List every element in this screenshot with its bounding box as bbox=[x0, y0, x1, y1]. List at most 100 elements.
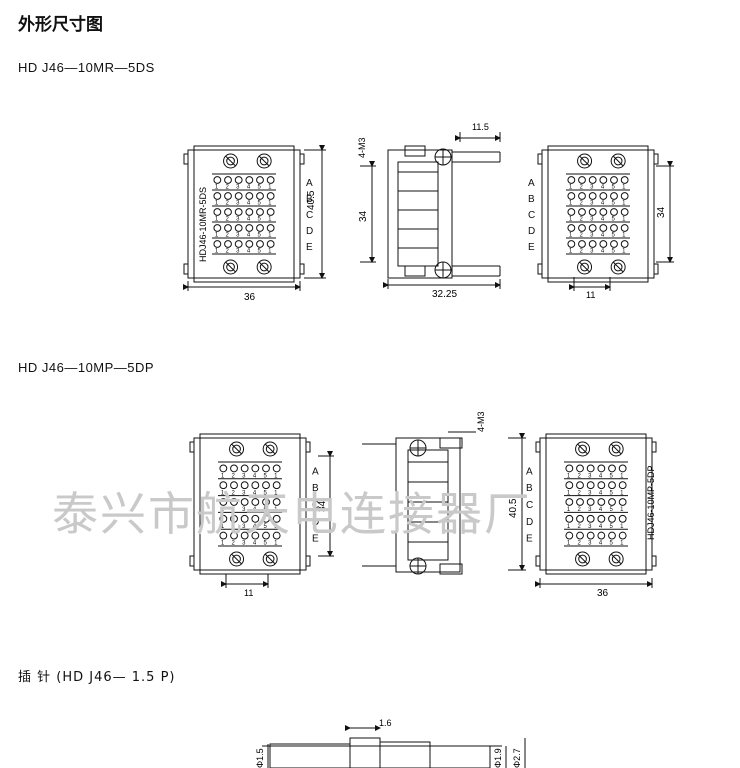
contact-number: 5 bbox=[264, 473, 268, 479]
contact bbox=[219, 514, 228, 523]
contact bbox=[586, 481, 595, 490]
contact bbox=[230, 481, 238, 490]
contact-number: 1 bbox=[268, 185, 272, 191]
dim-width-36-b: 36 bbox=[597, 588, 609, 599]
contact bbox=[251, 531, 260, 540]
pin-dim-top: 1.6 bbox=[379, 718, 392, 728]
contact bbox=[213, 192, 222, 200]
contact bbox=[256, 192, 264, 200]
contact bbox=[597, 481, 606, 490]
contact-number: 3 bbox=[236, 201, 240, 207]
screw-slot bbox=[264, 443, 276, 455]
contact-number: 1 bbox=[567, 473, 571, 479]
pin-dim-right2: Φ2.7 bbox=[512, 748, 522, 768]
contact-number: 1 bbox=[268, 201, 272, 207]
contact bbox=[230, 531, 238, 540]
contact bbox=[608, 531, 616, 540]
contact bbox=[230, 498, 238, 506]
screw-slot bbox=[258, 261, 270, 273]
contact-number: 1 bbox=[569, 185, 573, 191]
contact bbox=[578, 240, 586, 248]
contact bbox=[262, 481, 270, 490]
row-letter-D: D bbox=[526, 517, 533, 528]
screw-inner bbox=[232, 554, 241, 564]
screw-inner bbox=[613, 156, 623, 166]
contact-number: 5 bbox=[258, 201, 262, 207]
pin-dim-right1: Φ1.9 bbox=[493, 748, 503, 768]
mounting-ear bbox=[183, 153, 189, 165]
pin-tail bbox=[429, 745, 491, 768]
contact bbox=[266, 240, 275, 248]
contact-number: 2 bbox=[232, 507, 236, 513]
contact-number: 1 bbox=[569, 217, 573, 223]
contact-number: 2 bbox=[580, 217, 584, 223]
contact-number: 2 bbox=[580, 185, 584, 191]
row-letter-A: A bbox=[526, 466, 533, 477]
contact-number: 1 bbox=[569, 233, 573, 239]
housing-flange bbox=[199, 433, 301, 575]
contact-number: 2 bbox=[578, 524, 582, 530]
contact-number: 1 bbox=[221, 524, 225, 530]
contact bbox=[262, 498, 270, 506]
housing-outline bbox=[541, 149, 655, 279]
contact-number: 3 bbox=[588, 473, 592, 479]
side-pin bbox=[404, 145, 426, 157]
screw-slot bbox=[579, 261, 590, 273]
contact-number: 4 bbox=[253, 507, 257, 513]
contact bbox=[610, 208, 618, 216]
contact-number: 2 bbox=[232, 541, 236, 547]
contact-number: 4 bbox=[253, 473, 257, 479]
contact-number: 5 bbox=[610, 490, 614, 496]
contact-number: 4 bbox=[253, 524, 257, 530]
contact-number: 2 bbox=[226, 201, 230, 207]
contact bbox=[272, 481, 281, 490]
contact bbox=[266, 176, 275, 184]
contact bbox=[620, 192, 629, 200]
contact bbox=[213, 176, 222, 184]
model-label-2: HD J46—10MP—5DP bbox=[18, 360, 155, 375]
mounting-ear bbox=[653, 263, 659, 275]
contact-number: 5 bbox=[610, 541, 614, 547]
screw-head bbox=[256, 153, 272, 169]
contact bbox=[608, 514, 616, 523]
mounting-ear bbox=[653, 153, 659, 165]
contact bbox=[245, 224, 254, 232]
contact-number: 3 bbox=[242, 507, 246, 513]
contact-number: 4 bbox=[599, 490, 603, 496]
row-letter-D: D bbox=[528, 226, 535, 237]
mounting-ear bbox=[535, 441, 541, 453]
contact bbox=[213, 240, 222, 248]
contact bbox=[262, 464, 270, 473]
dim-height-40-5: 40.5 bbox=[306, 190, 317, 210]
contact bbox=[599, 240, 608, 248]
contact-number: 4 bbox=[599, 524, 603, 530]
contact bbox=[230, 464, 238, 473]
screw-slot bbox=[612, 155, 624, 167]
screw-head bbox=[223, 259, 239, 275]
contact-number: 3 bbox=[242, 490, 246, 496]
contact-number: 1 bbox=[221, 473, 225, 479]
contact-number: 5 bbox=[612, 201, 616, 207]
contact bbox=[578, 176, 586, 184]
contact bbox=[262, 531, 270, 540]
contact-number: 5 bbox=[258, 217, 262, 223]
contact-number: 2 bbox=[226, 217, 230, 223]
contact bbox=[224, 176, 232, 184]
contact bbox=[240, 531, 249, 540]
contact-number: 3 bbox=[590, 233, 594, 239]
contact bbox=[219, 531, 228, 540]
contact-number: 2 bbox=[578, 490, 582, 496]
contact-number: 4 bbox=[601, 201, 605, 207]
contact bbox=[272, 514, 281, 523]
contact bbox=[599, 176, 608, 184]
screw-inner bbox=[580, 262, 589, 272]
contact bbox=[586, 514, 595, 523]
screw-head bbox=[262, 551, 278, 567]
contact-number: 2 bbox=[226, 185, 230, 191]
contact-number: 5 bbox=[264, 524, 268, 530]
contact-number: 2 bbox=[580, 249, 584, 255]
dim-11-5: 11.5 bbox=[472, 122, 489, 132]
